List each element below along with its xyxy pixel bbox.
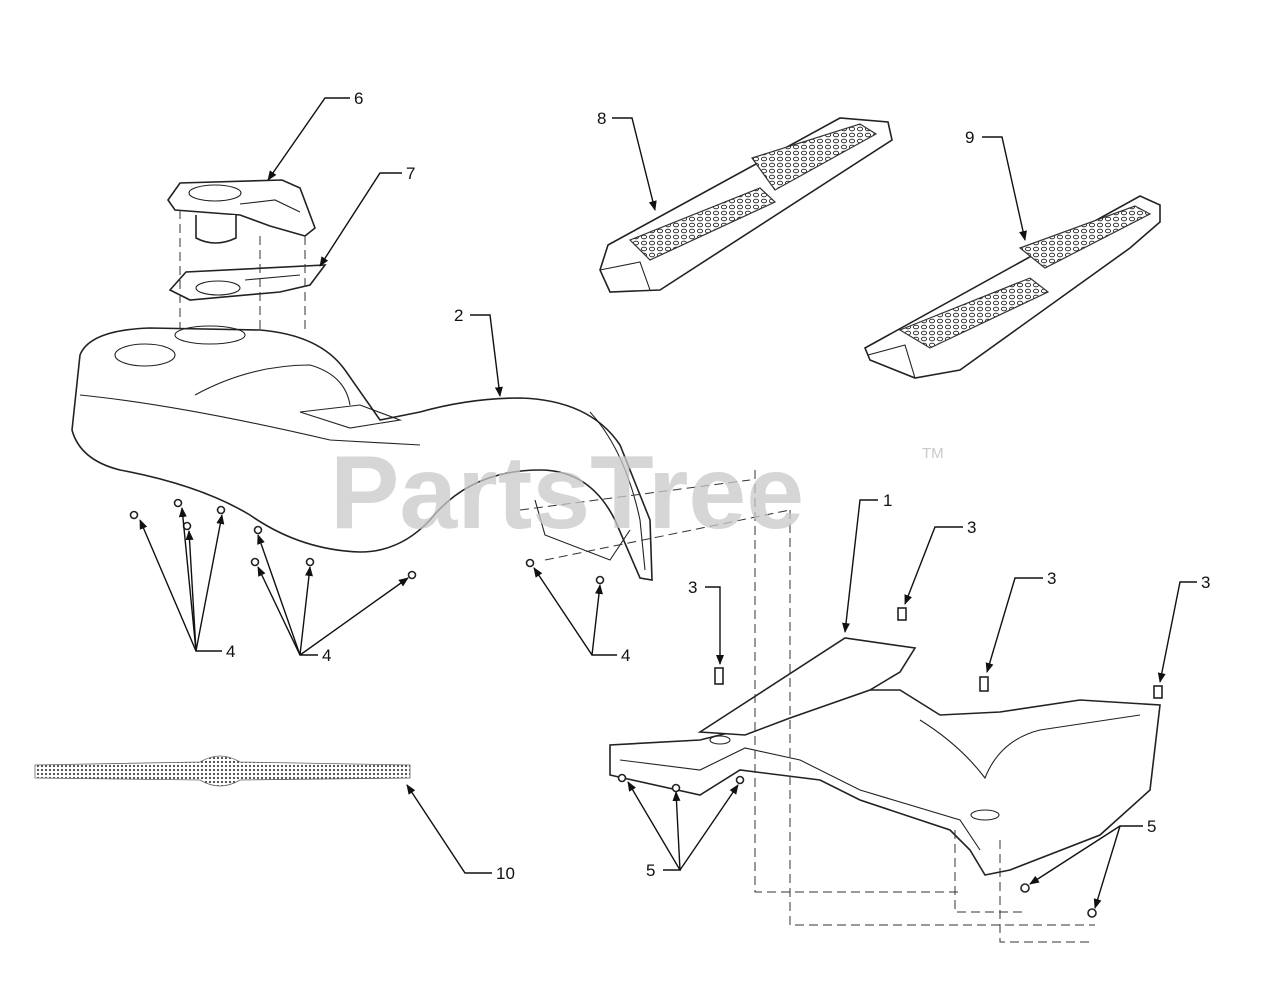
fasteners [129,498,1163,918]
part-6-cup-holder-cover [167,179,316,244]
alignment-line [519,479,751,511]
callout-10: 10 [496,864,515,883]
callout-8: 8 [597,109,606,128]
callout-4: 4 [621,646,630,665]
part-7-plate [168,264,327,301]
part-9-footrest-mat [863,195,1161,379]
part-10-decal-strip [34,755,411,787]
alignment-line [789,510,1095,926]
part-8-footrest-mat [599,117,893,293]
callout-5: 5 [646,861,655,880]
leader-lines [139,97,1197,909]
callout-5: 5 [1147,817,1156,836]
part-2-console-body [71,325,653,581]
callout-1: 1 [883,491,892,510]
callout-3: 3 [1201,573,1210,592]
watermark-text: PartsTree [330,435,804,551]
callout-2: 2 [454,306,463,325]
callout-4: 4 [226,642,235,661]
callout-3: 3 [967,518,976,537]
alignment-line [999,840,1090,943]
callout-7: 7 [406,164,415,183]
callout-3: 3 [1047,569,1056,588]
alignment-line [954,830,1025,913]
callout-4: 4 [322,646,331,665]
callout-9: 9 [965,128,974,147]
part-1-floor-pan [609,637,1161,876]
watermark-trademark: TM [922,445,944,462]
alignment-line [754,470,960,893]
callout-3: 3 [688,578,697,597]
callout-6: 6 [354,89,363,108]
